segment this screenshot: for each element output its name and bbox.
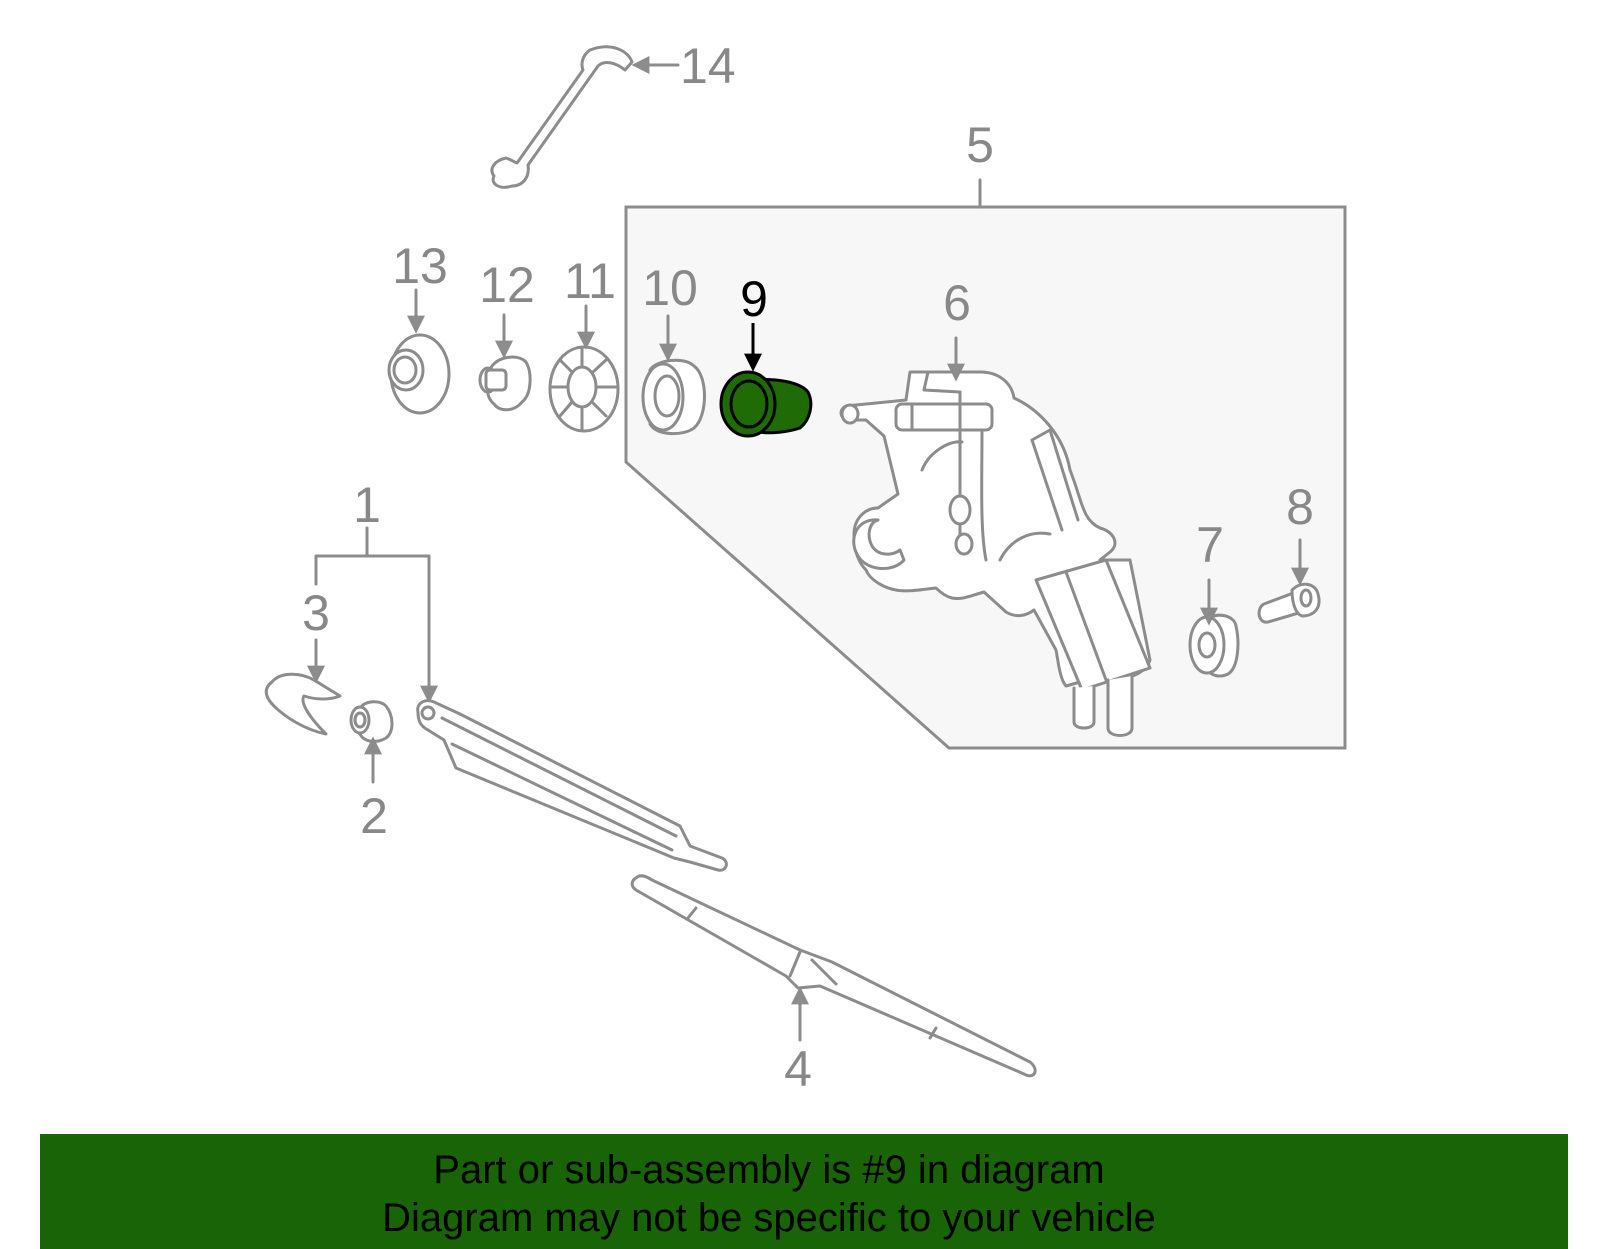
part-10-drawing [641,358,706,435]
part-14-drawing [490,45,634,189]
part-label-2[interactable]: 2 [360,788,388,844]
part-label-13[interactable]: 13 [392,238,448,294]
part-1-bracket [314,526,438,704]
part-4-drawing [630,874,1037,1078]
part-11-drawing [548,345,620,433]
part-9-drawing [719,370,813,438]
info-banner: Part or sub-assembly is #9 in diagram Di… [40,1134,1568,1249]
info-banner-background [40,1134,1568,1249]
part-label-7[interactable]: 7 [1196,517,1224,573]
part-2-drawing [349,700,394,743]
banner-line-1: Part or sub-assembly is #9 in diagram [433,1148,1105,1192]
part-label-1[interactable]: 1 [353,477,381,533]
part-label-3[interactable]: 3 [302,585,330,641]
part-1-drawing [416,699,728,872]
part-label-4[interactable]: 4 [784,1041,812,1097]
part-label-9[interactable]: 9 [740,271,768,327]
part-12-drawing [478,355,532,412]
part-3-drawing [264,672,342,736]
part-label-12[interactable]: 12 [479,257,535,313]
part-6-drawing [839,370,1152,737]
banner-line-2: Diagram may not be specific to your vehi… [382,1196,1156,1240]
part-label-14[interactable]: 14 [680,38,736,94]
part-label-5[interactable]: 5 [966,117,994,173]
part-7-drawing [1188,613,1240,678]
part-8-drawing [1257,582,1321,624]
part-label-6[interactable]: 6 [943,275,971,331]
part-label-8[interactable]: 8 [1286,479,1314,535]
part-label-11[interactable]: 11 [564,253,616,309]
part-13-drawing [387,333,451,415]
part-label-10[interactable]: 10 [642,260,698,316]
